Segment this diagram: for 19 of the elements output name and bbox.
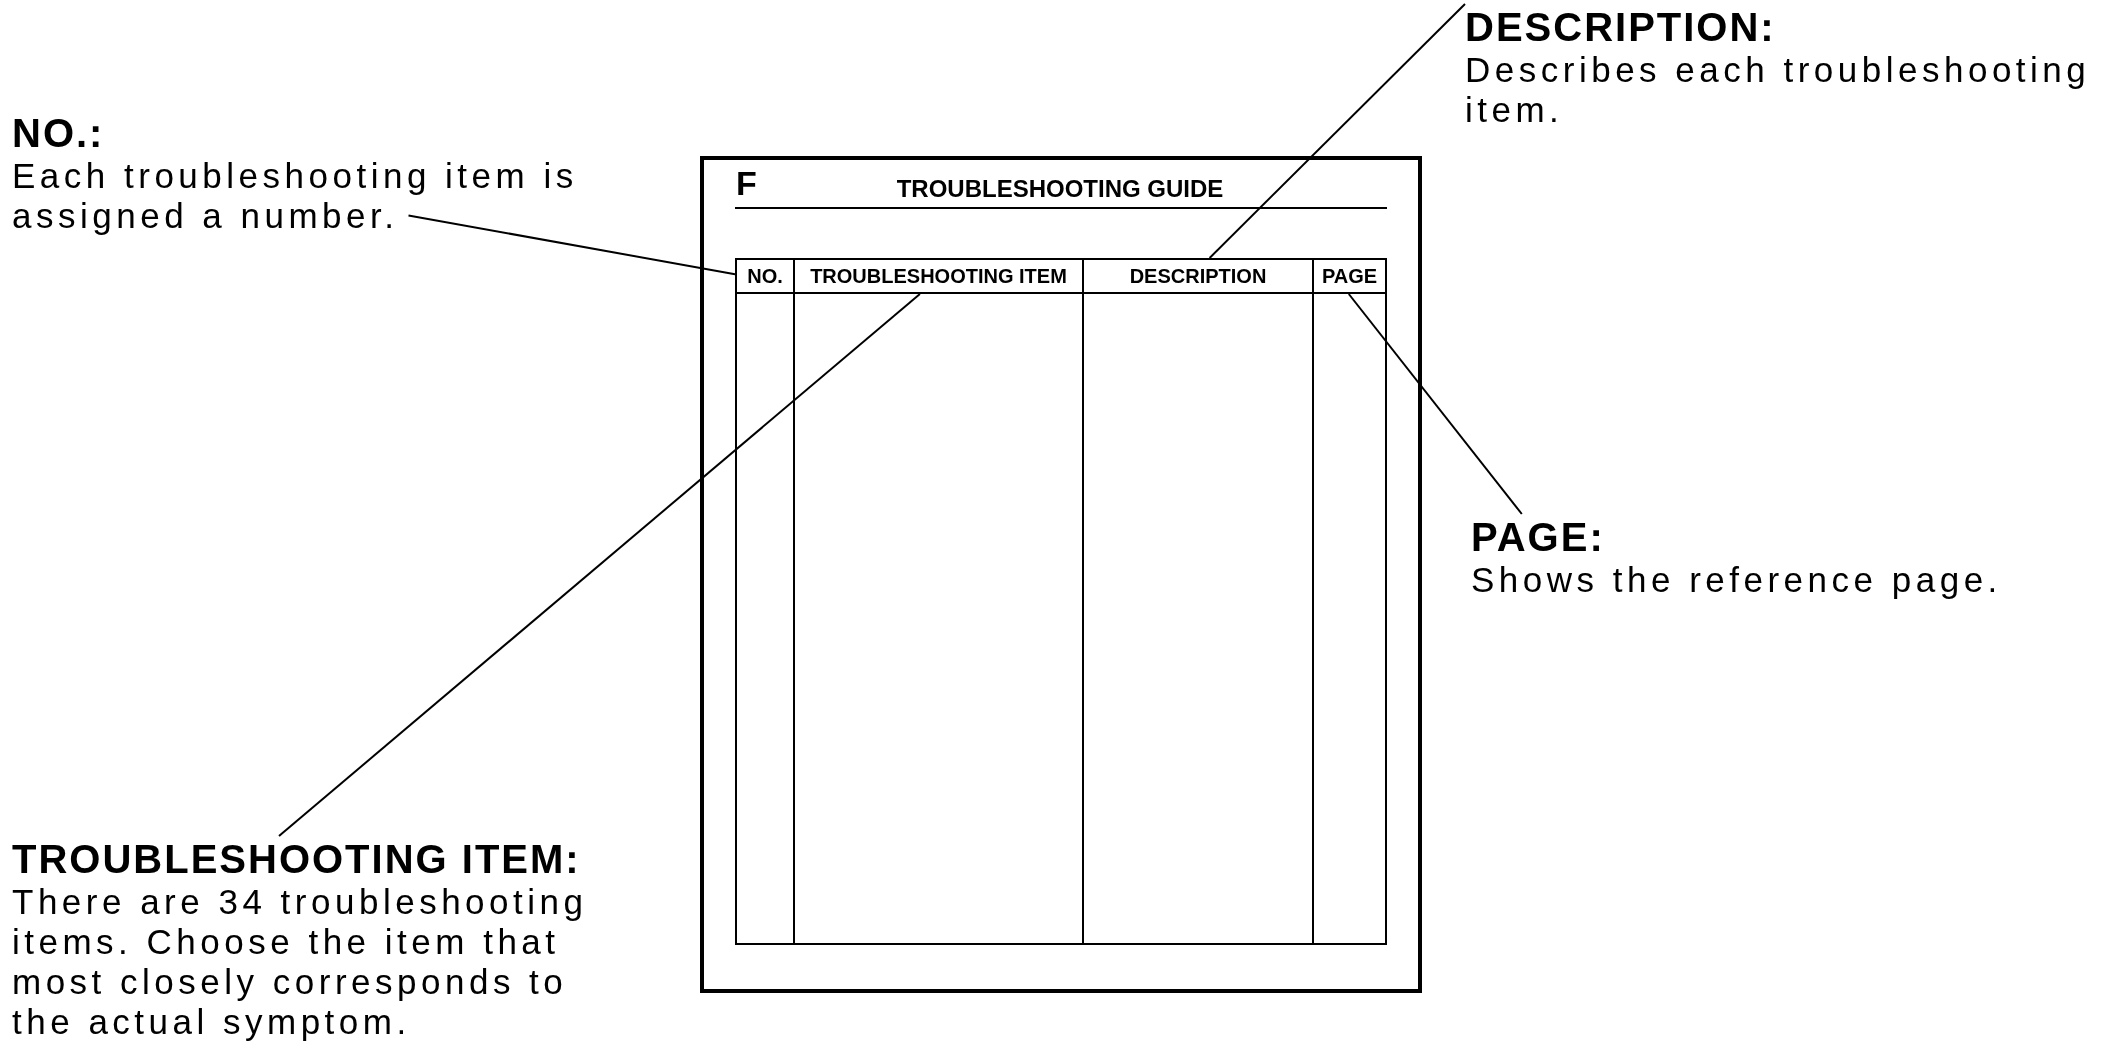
leader-line: [278, 293, 921, 837]
callout-text: Each troubleshooting item is assigned a number.: [12, 156, 579, 236]
leader-line: [1347, 293, 1523, 515]
column-header: TROUBLESHOOTING ITEM: [793, 258, 1084, 294]
leader-line: [1208, 3, 1466, 259]
callout-heading: DESCRIPTION:: [1465, 4, 1776, 50]
callout-text: Describes each troubleshooting item.: [1465, 50, 2092, 130]
callout-text: There are 34 troubleshooting items. Choose the item that most closely corresponds to the actual symptom.: [12, 882, 589, 1042]
section-letter: F: [736, 166, 757, 200]
column-header: PAGE: [1312, 258, 1387, 294]
form-page: [700, 156, 1422, 993]
callout-heading: PAGE:: [1471, 514, 1605, 560]
form-title: TROUBLESHOOTING GUIDE: [896, 176, 1224, 202]
callout-text: Shows the reference page.: [1471, 560, 2003, 600]
leader-line: [407, 214, 736, 276]
column-header: NO.: [735, 258, 795, 294]
callout-heading: NO.:: [12, 110, 105, 156]
column-header: DESCRIPTION: [1082, 258, 1314, 294]
callout-heading: TROUBLESHOOTING ITEM:: [12, 836, 581, 882]
